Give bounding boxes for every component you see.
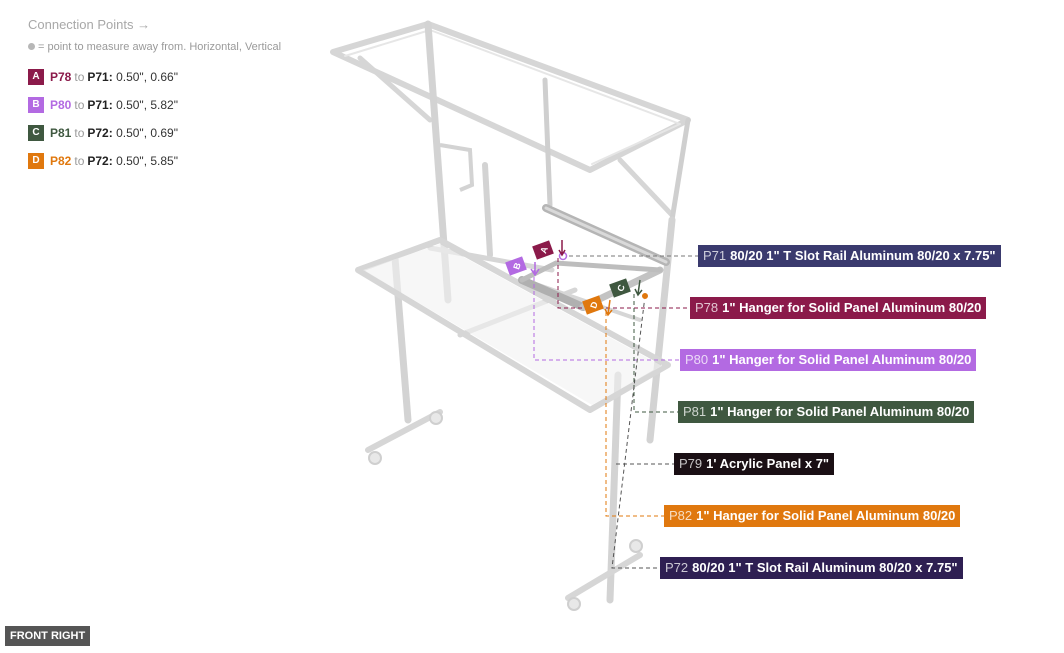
part-name: 1" Hanger for Solid Panel Aluminum 80/20 <box>722 300 982 315</box>
connection-to-part: P72: <box>87 126 113 140</box>
connection-to-part: P71: <box>87 98 113 112</box>
connection-points-note: = point to measure away from. Horizontal… <box>28 41 281 53</box>
connection-letter-badge: B <box>28 97 44 113</box>
part-id: P82 <box>669 508 693 523</box>
connection-from-part: P82 <box>50 154 72 168</box>
connection-from-part: P78 <box>50 70 72 84</box>
part-id: P80 <box>685 352 709 367</box>
part-name: 1" Hanger for Solid Panel Aluminum 80/20 <box>696 508 956 523</box>
flag-a-letter: A <box>538 245 550 255</box>
view-label[interactable]: FRONT RIGHT <box>5 626 91 646</box>
connection-letter-badge: A <box>28 69 44 85</box>
monitor-clamp <box>439 143 475 192</box>
connection-offset: 0.50", 5.85" <box>116 154 178 168</box>
part-id: P79 <box>679 456 703 471</box>
part-id: P72 <box>665 560 689 575</box>
connection-to-word: to <box>74 126 85 140</box>
part-id: P71 <box>703 248 727 263</box>
desk-surface <box>363 244 662 405</box>
connection-letter-badge: C <box>28 125 44 141</box>
flag-d: D <box>582 295 604 315</box>
part-name: 80/20 1" T Slot Rail Aluminum 80/20 x 7.… <box>692 560 958 575</box>
connection-offset: 0.50", 0.66" <box>116 70 178 84</box>
connection-to-part: P72: <box>87 154 113 168</box>
part-id: P81 <box>683 404 707 419</box>
flag-b: B <box>505 256 527 276</box>
flag-b-letter: B <box>511 261 523 271</box>
connection-from-part: P80 <box>50 98 72 112</box>
flag-c-letter: C <box>615 283 627 293</box>
connection-to-word: to <box>74 70 85 84</box>
connection-markers <box>530 240 649 317</box>
part-id: P78 <box>695 300 719 315</box>
connection-points-title: Connection Points → <box>28 17 151 32</box>
connection-offset: 0.50", 5.82" <box>116 98 178 112</box>
flag-a: A <box>532 240 554 260</box>
connection-to-word: to <box>74 98 85 112</box>
connection-letter-badge: D <box>28 153 44 169</box>
connection-offset: 0.50", 0.69" <box>116 126 178 140</box>
connection-from-part: P81 <box>50 126 72 140</box>
connection-to-part: P71: <box>87 70 113 84</box>
wheels <box>368 411 643 611</box>
flag-d-letter: D <box>588 300 600 310</box>
part-name: 1' Acrylic Panel x 7" <box>706 456 830 471</box>
leader-lines <box>533 255 698 569</box>
part-name: 1" Hanger for Solid Panel Aluminum 80/20 <box>710 404 970 419</box>
part-name: 1" Hanger for Solid Panel Aluminum 80/20 <box>712 352 972 367</box>
flag-markers: A B C D <box>505 240 631 315</box>
point-dot-icon <box>28 43 35 50</box>
flag-c: C <box>609 278 631 298</box>
connection-points-note-text: = point to measure away from. Horizontal… <box>38 41 282 53</box>
connection-to-word: to <box>74 154 85 168</box>
part-name: 80/20 1" T Slot Rail Aluminum 80/20 x 7.… <box>730 248 996 263</box>
